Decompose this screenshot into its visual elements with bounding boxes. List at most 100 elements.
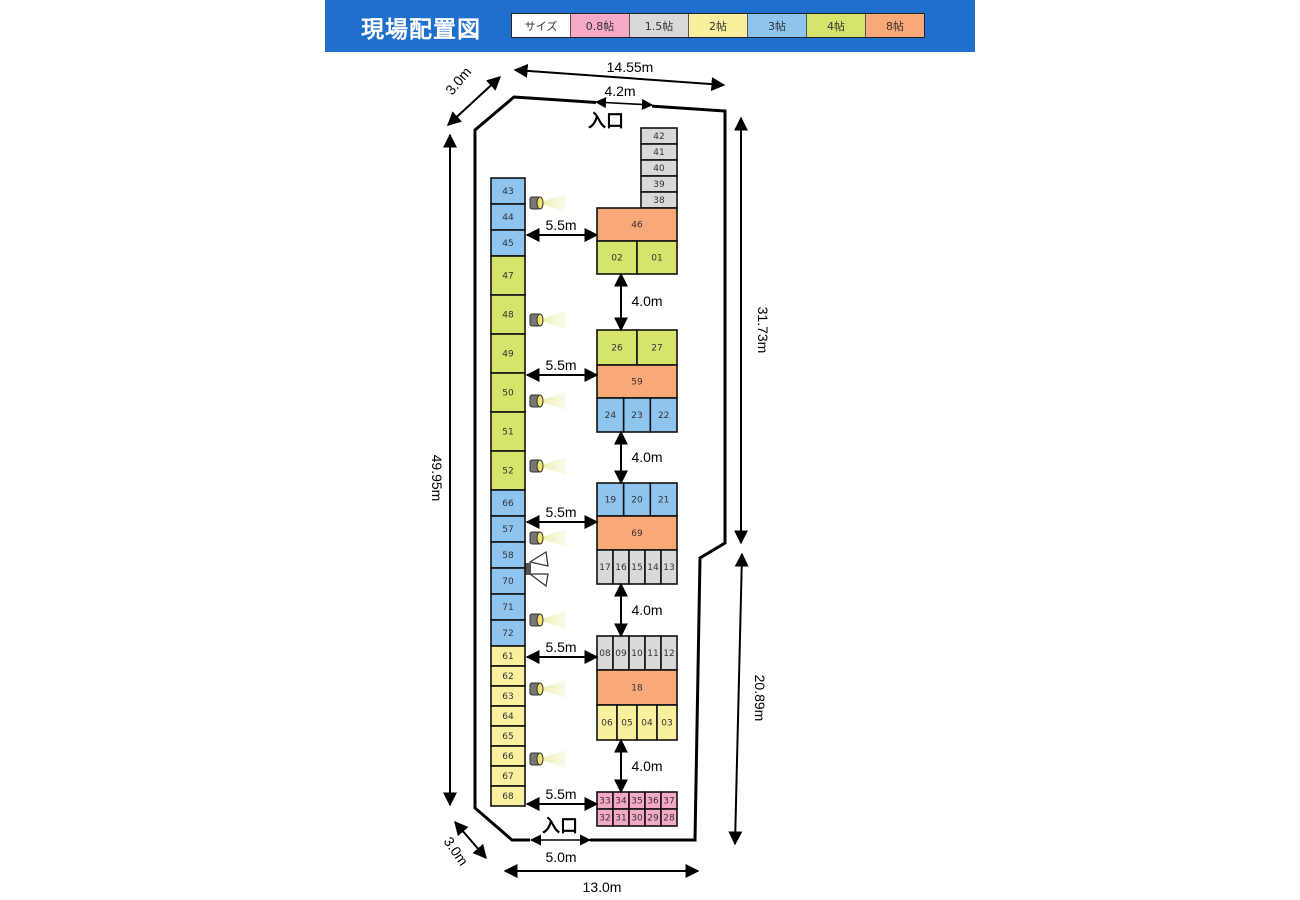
unit-30[interactable]: 30: [628, 808, 646, 827]
unit-64[interactable]: 64: [490, 705, 526, 727]
unit-number: 32: [599, 814, 610, 824]
unit-09[interactable]: 09: [612, 635, 630, 671]
unit-06[interactable]: 06: [596, 704, 618, 741]
light-icon: [529, 611, 566, 629]
unit-51[interactable]: 51: [490, 411, 526, 452]
unit-45[interactable]: 45: [490, 229, 526, 257]
unit-02[interactable]: 02: [596, 240, 638, 275]
unit-27[interactable]: 27: [636, 329, 678, 366]
unit-box: [490, 177, 526, 205]
unit-35[interactable]: 35: [628, 791, 646, 810]
unit-04[interactable]: 04: [636, 704, 658, 741]
unit-10[interactable]: 10: [628, 635, 646, 671]
dimension-label: 20.89m: [752, 675, 768, 722]
unit-67[interactable]: 67: [490, 765, 526, 787]
unit-number: 62: [502, 672, 513, 682]
unit-47[interactable]: 47: [490, 255, 526, 296]
unit-11[interactable]: 11: [644, 635, 662, 671]
unit-08[interactable]: 08: [596, 635, 614, 671]
unit-20[interactable]: 20: [622, 482, 652, 517]
unit-number: 16: [615, 563, 627, 573]
unit-72[interactable]: 72: [490, 619, 526, 647]
unit-26[interactable]: 26: [596, 329, 638, 366]
dimension-label: 4.0m: [631, 449, 662, 465]
unit-16[interactable]: 16: [612, 549, 630, 585]
unit-63[interactable]: 63: [490, 685, 526, 707]
unit-23[interactable]: 23: [622, 397, 652, 433]
unit-66[interactable]: 66: [490, 489, 526, 517]
light-lens: [536, 459, 544, 473]
unit-number: 23: [631, 411, 642, 421]
unit-36[interactable]: 36: [644, 791, 662, 810]
unit-70[interactable]: 70: [490, 567, 526, 595]
unit-number: 15: [631, 563, 642, 573]
unit-12[interactable]: 12: [660, 635, 678, 671]
unit-59[interactable]: 59: [596, 364, 678, 399]
unit-61[interactable]: 61: [490, 645, 526, 667]
dimension-label: 5.5m: [545, 504, 576, 520]
unit-33[interactable]: 33: [596, 791, 614, 810]
unit-number: 61: [502, 652, 513, 662]
light-icon: [529, 457, 566, 475]
unit-42[interactable]: 42: [640, 127, 678, 145]
light-icon: [529, 529, 566, 547]
unit-49[interactable]: 49: [490, 333, 526, 374]
unit-03[interactable]: 03: [656, 704, 678, 741]
unit-29[interactable]: 29: [644, 808, 662, 827]
unit-69[interactable]: 69: [596, 515, 678, 551]
light-lens: [536, 531, 544, 545]
unit-box: [596, 397, 625, 433]
unit-57[interactable]: 57: [490, 515, 526, 543]
dimension-label: 4.0m: [631, 758, 662, 774]
light-beam: [538, 529, 566, 547]
unit-01[interactable]: 01: [636, 240, 678, 275]
unit-24[interactable]: 24: [596, 397, 625, 433]
unit-34[interactable]: 34: [612, 791, 630, 810]
dimension-arrow: [594, 96, 654, 111]
unit-46[interactable]: 46: [596, 207, 678, 242]
unit-19[interactable]: 19: [596, 482, 625, 517]
unit-05[interactable]: 05: [616, 704, 638, 741]
unit-number: 69: [631, 529, 643, 539]
unit-38[interactable]: 38: [640, 191, 678, 209]
unit-44[interactable]: 44: [490, 203, 526, 231]
unit-68[interactable]: 68: [490, 785, 526, 807]
unit-22[interactable]: 22: [649, 397, 678, 433]
unit-number: 17: [599, 563, 610, 573]
unit-71[interactable]: 71: [490, 593, 526, 621]
unit-13[interactable]: 13: [660, 549, 678, 585]
unit-50[interactable]: 50: [490, 372, 526, 413]
light-beam: [538, 680, 566, 698]
unit-number: 43: [502, 187, 513, 197]
dimension-arrow: [513, 63, 726, 92]
unit-box: [596, 515, 678, 551]
unit-number: 57: [502, 525, 513, 535]
unit-15[interactable]: 15: [628, 549, 646, 585]
unit-43[interactable]: 43: [490, 177, 526, 205]
unit-39[interactable]: 39: [640, 175, 678, 193]
unit-37[interactable]: 37: [660, 791, 678, 810]
unit-65[interactable]: 65: [490, 725, 526, 747]
unit-62[interactable]: 62: [490, 665, 526, 687]
unit-number: 52: [502, 467, 513, 477]
twin-light-icon: [525, 551, 549, 588]
unit-32[interactable]: 32: [596, 808, 614, 827]
unit-21[interactable]: 21: [649, 482, 678, 517]
unit-48[interactable]: 48: [490, 294, 526, 335]
unit-40[interactable]: 40: [640, 159, 678, 177]
unit-17[interactable]: 17: [596, 549, 614, 585]
dimension-label: 5.5m: [545, 217, 576, 233]
dimension-label: 4.0m: [631, 602, 662, 618]
unit-41[interactable]: 41: [640, 143, 678, 161]
dimension-label: 4.0m: [631, 293, 662, 309]
unit-58[interactable]: 58: [490, 541, 526, 569]
unit-52[interactable]: 52: [490, 450, 526, 491]
unit-28[interactable]: 28: [660, 808, 678, 827]
unit-14[interactable]: 14: [644, 549, 662, 585]
unit-66[interactable]: 66: [490, 745, 526, 767]
unit-box: [490, 229, 526, 257]
unit-31[interactable]: 31: [612, 808, 630, 827]
unit-number: 65: [502, 732, 513, 742]
unit-box: [490, 567, 526, 595]
unit-18[interactable]: 18: [596, 669, 678, 706]
